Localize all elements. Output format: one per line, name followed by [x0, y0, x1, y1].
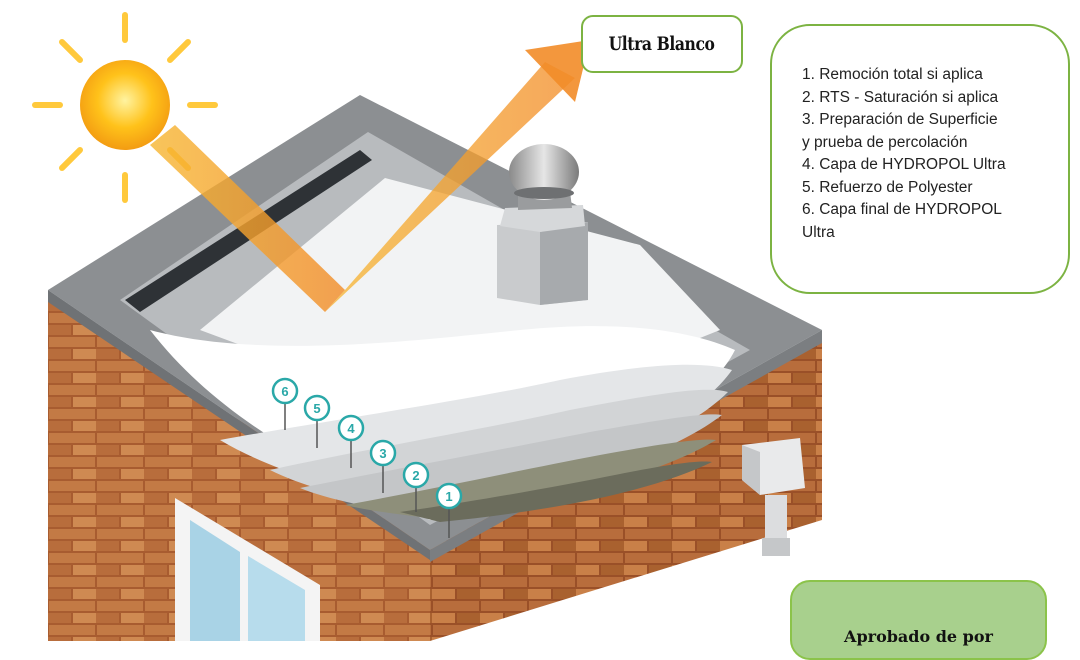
- downspout: [742, 438, 805, 556]
- svg-text:2: 2: [412, 468, 419, 483]
- steps-list: 1. Remoción total si aplica 2. RTS - Sat…: [802, 64, 1058, 244]
- step-line: 3. Preparación de Superficie: [802, 111, 998, 128]
- step-line: 4. Capa de HYDROPOL Ultra: [802, 156, 1006, 173]
- layer-marker-4: 4: [337, 414, 365, 468]
- svg-text:5: 5: [313, 401, 320, 416]
- step-line: Ultra: [802, 223, 835, 241]
- layer-marker-6: 6: [271, 377, 299, 430]
- svg-text:1: 1: [445, 489, 452, 504]
- steps-callout: 1. Remoción total si aplica 2. RTS - Sat…: [770, 24, 1070, 294]
- title-callout: Ultra Blanco: [581, 15, 743, 73]
- layer-marker-3: 3: [369, 439, 397, 493]
- roof-vent: [497, 144, 588, 305]
- step-line: y prueba de percolación: [802, 133, 968, 151]
- roof-diagram: 6 5 4 3 2 1: [32, 12, 822, 641]
- layer-marker-1: 1: [435, 482, 463, 538]
- layer-marker-5: 5: [303, 394, 331, 448]
- window: [175, 498, 320, 641]
- layer-markers: 6 5 4 3 2 1: [271, 377, 463, 538]
- approved-callout: Aprobado de por: [790, 580, 1047, 660]
- title-label: Ultra Blanco: [609, 33, 715, 55]
- layer-marker-2: 2: [402, 461, 430, 512]
- svg-text:3: 3: [379, 446, 386, 461]
- step-line: 1. Remoción total si aplica: [802, 66, 983, 83]
- approved-label: Aprobado de por: [844, 627, 993, 646]
- sun-ray-arrow: [150, 40, 590, 312]
- svg-text:4: 4: [347, 421, 355, 436]
- step-line: 6. Capa final de HYDROPOL: [802, 201, 1002, 218]
- step-line: 5. Refuerzo de Polyester: [802, 178, 973, 196]
- svg-text:6: 6: [281, 384, 288, 399]
- step-line: 2. RTS - Saturación si aplica: [802, 88, 999, 106]
